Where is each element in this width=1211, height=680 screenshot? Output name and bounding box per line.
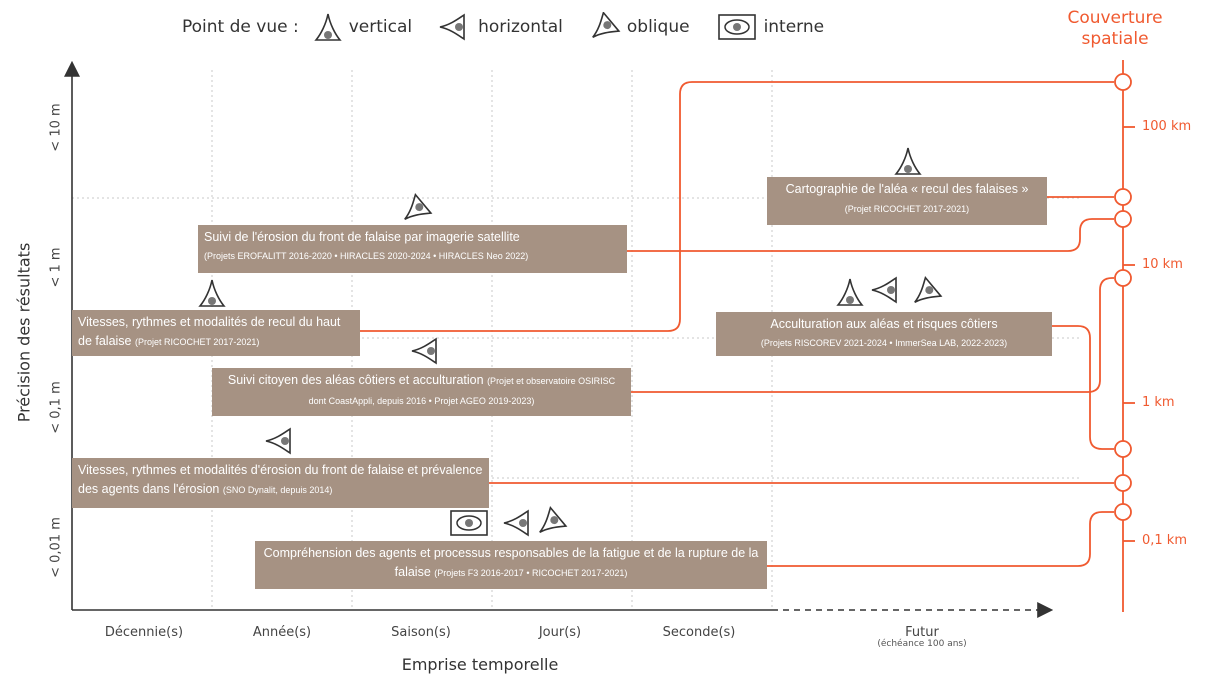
legend-label: vertical	[348, 17, 413, 37]
box-suivi-citoyen: Suivi citoyen des aléas côtiers et accul…	[212, 368, 631, 416]
eye-horizontal-icon	[871, 277, 897, 303]
box-erosion-front-falaise: Vitesses, rythmes et modalités d'érosion…	[72, 458, 489, 508]
coverage-scale-label: 100 km	[1142, 119, 1192, 134]
box-main-text: Suivi citoyen des aléas côtiers et accul…	[227, 373, 484, 387]
box-main-text: Vitesses, rythmes et modalités de recul …	[78, 315, 341, 348]
coverage-title-line2: spatiale	[1081, 29, 1149, 49]
coverage-title-line1: Couverture	[1067, 8, 1163, 28]
box-small-text: (Projet et observatoire OSIRISC dont Coa…	[308, 376, 616, 406]
box-small-text: (Projets EROFALITT 2016-2020 • HIRACLES …	[204, 251, 529, 261]
eye-horizontal-icon	[439, 14, 465, 40]
box-main-text: Compréhension des agents et processus re…	[263, 546, 759, 579]
y-tick: < 1 m	[48, 247, 64, 288]
eye-horizontal-icon	[265, 428, 291, 454]
box-suivi-erosion-satellite: Suivi de l'érosion du front de falaise p…	[198, 225, 627, 273]
x-tick: Décennie(s)	[104, 625, 184, 640]
box-recul-haut-falaise: Vitesses, rythmes et modalités de recul …	[72, 310, 360, 356]
y-tick: < 10 m	[48, 103, 64, 152]
coverage-scale-label: 0,1 km	[1142, 533, 1187, 548]
legend-label: oblique	[626, 17, 690, 37]
box-acculturation: Acculturation aux aléas et risques côtie…	[716, 312, 1052, 356]
eye-oblique-icon	[906, 276, 942, 313]
box-small-text: (Projets F3 2016-2017 • RICOCHET 2017-20…	[434, 568, 628, 578]
box-small-text: (Projets RISCOREV 2021-2024 • ImmerSea L…	[760, 338, 1008, 348]
eye-internal-icon	[450, 510, 488, 536]
connector-3	[627, 218, 1114, 252]
box-main-text: Acculturation aux aléas et risques côtie…	[770, 317, 998, 331]
legend-label: interne	[763, 17, 825, 37]
legend-item-vertical: vertical	[313, 12, 412, 42]
coverage-title: Couverture spatiale	[1060, 8, 1170, 50]
legend-item-horizontal: horizontal	[438, 12, 563, 42]
x-tick: Seconde(s)	[662, 625, 736, 640]
y-tick: < 0,1 m	[48, 381, 64, 434]
eye-horizontal-icon	[503, 510, 529, 536]
legend-title: Point de vue :	[182, 17, 299, 37]
legend-item-oblique: oblique	[588, 12, 690, 42]
connector-7	[767, 511, 1114, 567]
box-comprehension-agents: Compréhension des agents et processus re…	[255, 541, 767, 589]
eye-horizontal-icon	[411, 338, 437, 364]
x-tick: Futur	[905, 625, 939, 640]
eye-oblique-icon	[396, 193, 432, 230]
y-tick: < 0,01 m	[48, 517, 64, 578]
x-tick: Saison(s)	[391, 625, 451, 640]
x-tick-note: (échéance 100 ans)	[877, 639, 967, 649]
eye-vertical-icon	[199, 279, 225, 307]
x-axis-label: Emprise temporelle	[401, 655, 559, 674]
connector-5	[1052, 325, 1114, 450]
eye-vertical-icon	[314, 13, 341, 41]
legend-label: horizontal	[478, 17, 563, 37]
legend-item-interne: interne	[716, 12, 825, 42]
legend: Point de vue : vertical horizontal obliq…	[182, 12, 850, 42]
box-small-text: (Projet RICOCHET 2017-2021)	[844, 204, 970, 214]
box-main-text: Suivi de l'érosion du front de falaise p…	[204, 230, 520, 244]
eye-internal-icon	[717, 14, 756, 40]
eye-vertical-icon	[895, 147, 921, 175]
box-small-text: (SNO Dynalit, depuis 2014)	[222, 485, 333, 495]
connector-1	[360, 81, 1114, 332]
box-main-text: Cartographie de l'aléa « recul des falai…	[785, 182, 1029, 196]
x-tick: Jour(s)	[538, 625, 582, 640]
eye-oblique-icon	[588, 12, 620, 42]
coverage-scale-label: 1 km	[1142, 395, 1175, 410]
coverage-scale	[1122, 60, 1135, 612]
coverage-scale-label: 10 km	[1142, 257, 1183, 272]
connectors	[360, 81, 1114, 567]
eye-oblique-icon	[531, 506, 567, 543]
box-cartographie: Cartographie de l'aléa « recul des falai…	[767, 177, 1047, 225]
coverage-circles	[1114, 73, 1132, 521]
eye-vertical-icon	[837, 278, 863, 306]
y-axis-label: Précision des résultats	[14, 242, 34, 423]
connector-4	[631, 277, 1114, 393]
box-small-text: (Projet RICOCHET 2017-2021)	[135, 337, 260, 347]
x-tick: Année(s)	[252, 625, 312, 640]
box-main-text: Vitesses, rythmes et modalités d'érosion…	[78, 463, 483, 496]
